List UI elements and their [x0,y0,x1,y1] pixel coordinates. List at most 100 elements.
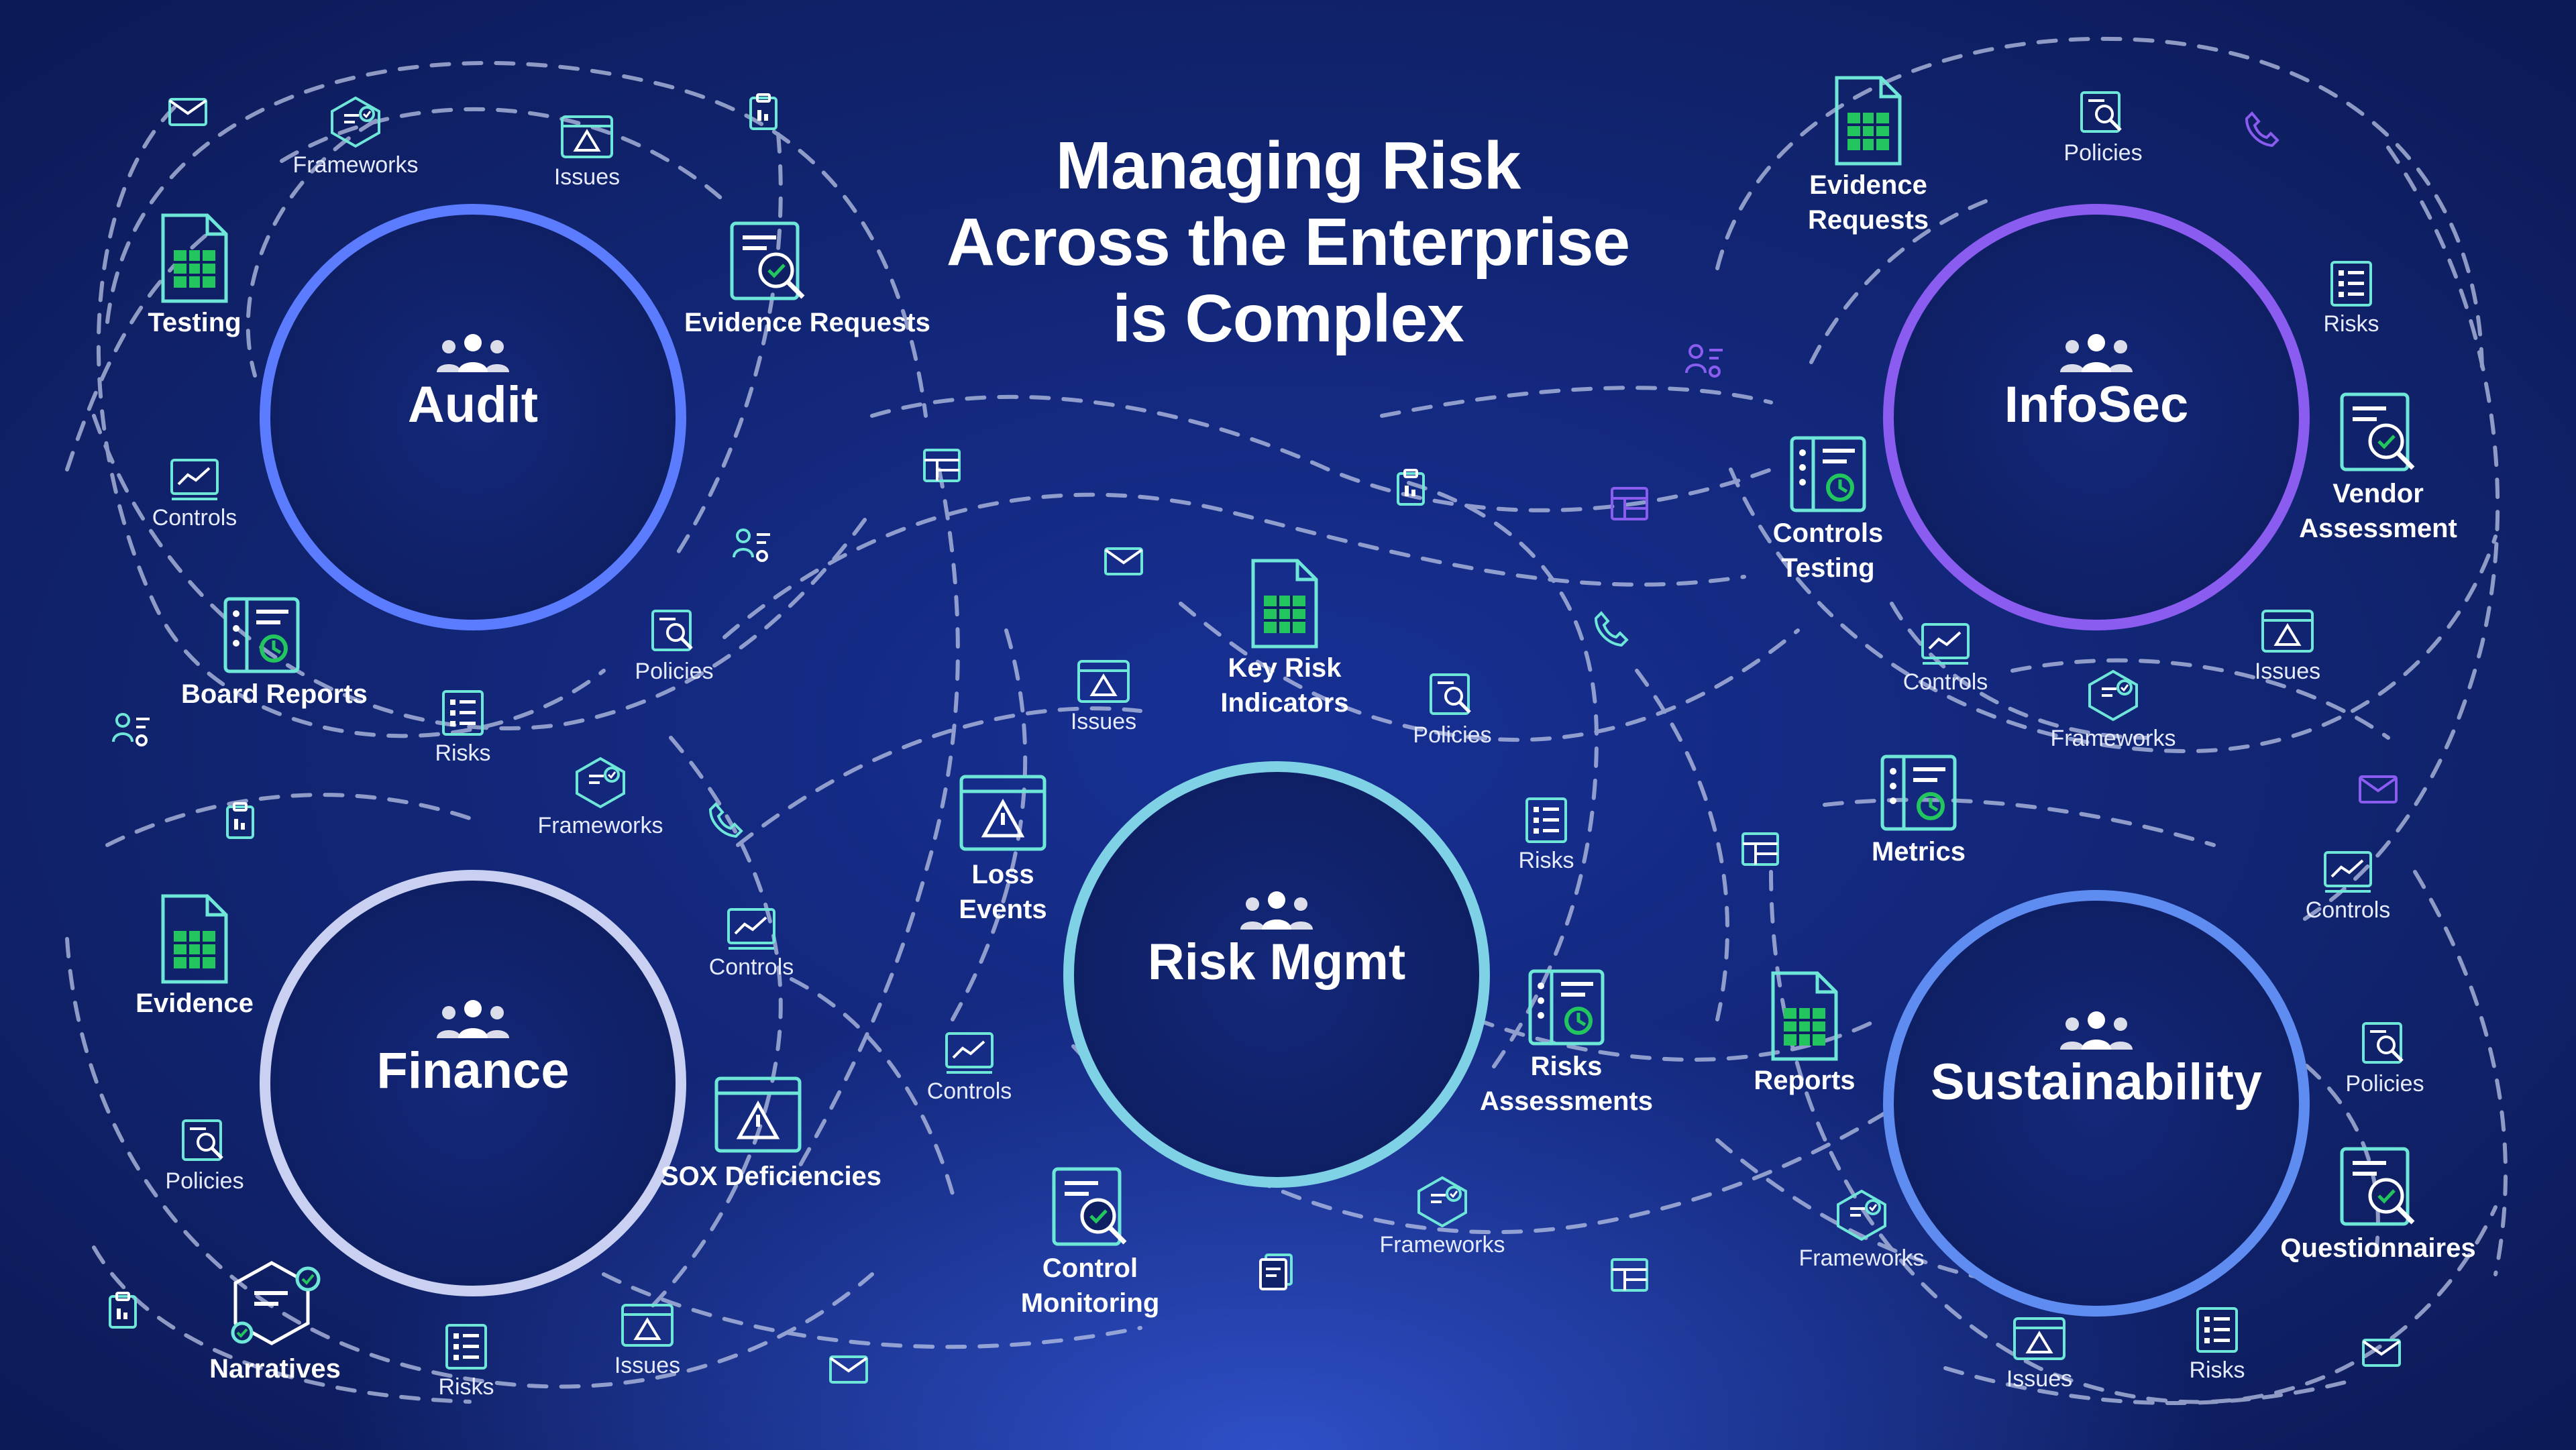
table-grid-icon [1611,1258,1648,1292]
envelope-icon [829,1355,868,1384]
node-label: Frameworks [537,813,663,838]
control-chart-icon [1921,623,1970,665]
node-label: Board Reports [181,679,368,709]
document-stack-icon [1259,1253,1293,1290]
node-rm-risks: Risks [1486,795,1607,875]
sustainability-ring [1883,890,2310,1317]
evidence-search-icon [2340,1147,2415,1226]
node-is-controls-testing: Controls Testing [1741,433,1915,585]
issue-window-icon [561,115,613,158]
node-label: Policies [165,1168,244,1194]
node-finance-risks: Risks [406,1321,527,1402]
node-is-controls: Controls [1872,620,2019,697]
spreadsheet-doc-icon [161,894,228,984]
node-mid-frameworks: Frameworks [496,755,704,840]
issue-window-icon [959,775,1046,851]
node-label: Risks [2323,311,2379,337]
node-label: Policies [2063,140,2143,166]
node-label: Frameworks [1799,1245,1925,1271]
node-label: Frameworks [2050,726,2176,751]
node-rm-frameworks: Frameworks [1342,1174,1543,1260]
risk-list-icon [2196,1307,2238,1353]
node-su-questionnaires: Questionnaires [2254,1144,2502,1266]
spreadsheet-doc-icon [161,213,228,303]
node-label: Risks [435,740,491,766]
table-grid-icon [1611,487,1648,520]
user-list-icon [733,528,770,562]
hub-label-riskmgmt: Risk Mgmt [1147,934,1406,991]
node-label: Control Monitoring [1020,1253,1160,1318]
node-is-policies: Policies [2033,89,2174,168]
node-label: Issues [553,164,621,190]
people-group-icon [2060,1011,2133,1050]
frameworks-icon [1417,1176,1467,1228]
dashboard-report-icon [1880,755,1957,831]
node-label: Key Risk Indicators [1220,653,1349,718]
policy-search-icon [182,1119,223,1161]
control-chart-icon [727,908,775,950]
node-audit-controls: Controls [121,456,268,533]
clipboard-icon [109,1292,137,1329]
node-rm-controls: Controls [896,1029,1043,1106]
frameworks-icon [1837,1189,1886,1241]
node-label: Risks [1518,848,1574,873]
node-label: Policies [1413,722,1492,748]
infosec-ring [1883,204,2310,630]
title-line-2: Across the Enterprise [946,205,1630,280]
node-audit-testing: Testing [114,211,275,340]
issue-window-icon [1077,660,1130,703]
node-label: Controls [152,505,237,531]
node-su-policies: Policies [2314,1019,2455,1099]
node-audit-risks: Risks [402,687,523,768]
user-list-icon [1685,344,1723,378]
spreadsheet-doc-icon [1251,559,1318,649]
node-is-risks: Risks [2291,258,2412,339]
node-audit-issues: Issues [523,113,651,192]
node-finance-policies: Policies [134,1117,275,1196]
node-rm-issues: Issues [1040,657,1167,736]
hub-sustainability: Sustainability [1915,1009,2277,1113]
node-label: Narratives [209,1354,341,1384]
phone-icon [708,802,743,838]
phone-icon [1594,611,1629,647]
node-label: Evidence [136,989,254,1018]
node-label: Issues [2254,659,2321,684]
evidence-search-icon [1052,1167,1127,1246]
evidence-search-icon [730,221,805,300]
envelope-icon [168,98,207,126]
node-audit-board-reports: Board Reports [181,594,368,712]
node-rm-kri: Key Risk Indicators [1187,557,1382,720]
node-is-evidence-requests: Evidence Requests [1781,74,1955,237]
envelope-icon [2362,1339,2401,1367]
frameworks-icon [2088,669,2138,722]
people-group-icon [437,1000,509,1038]
node-label: Frameworks [1379,1232,1505,1258]
node-label: Policies [2345,1071,2424,1097]
node-label: Evidence Requests [684,308,930,337]
envelope-icon [2359,775,2398,803]
hub-label-audit: Audit [407,376,539,433]
node-su-controls: Controls [2274,848,2422,925]
hub-audit: Audit [305,332,641,435]
frameworks-icon [331,96,380,148]
diagram-title: Managing Risk Across the Enterprise is C… [885,127,1690,357]
node-audit-evidence-requests: Evidence Requests [684,218,930,340]
node-label: SOX Deficiencies [661,1162,882,1191]
hub-riskmgmt: Risk Mgmt [1109,889,1444,993]
audit-ring [260,204,686,630]
node-rm-policies: Policies [1382,671,1523,750]
risk-list-icon [1525,797,1567,843]
node-audit-policies: Policies [604,607,745,686]
policy-search-icon [1430,673,1471,715]
node-label: Controls [2305,897,2391,923]
hub-infosec: InfoSec [1929,332,2264,435]
node-label: Risks [2189,1357,2245,1383]
title-line-3: is Complex [1112,281,1464,356]
node-label: Issues [2006,1366,2073,1392]
node-label: Questionnaires [2280,1233,2476,1263]
node-rm-control-monitoring: Control Monitoring [993,1164,1187,1321]
node-label: Metrics [1871,837,1966,867]
node-su-reports: Reports [1731,969,1878,1098]
node-finance-evidence: Evidence [114,892,275,1021]
